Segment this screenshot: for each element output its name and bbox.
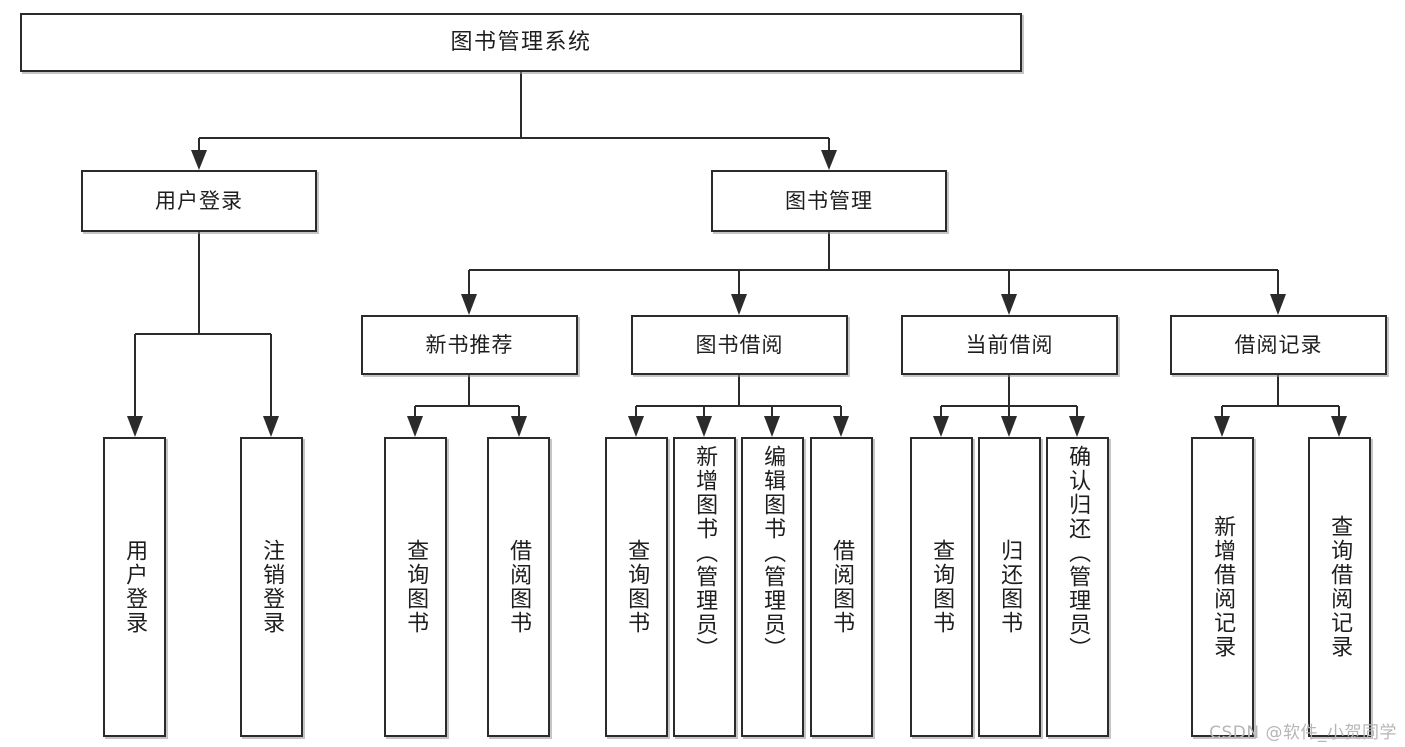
node-label: 查询图书 <box>624 539 650 635</box>
csdn-watermark: CSDN @软件_小贺同学 <box>1209 723 1397 743</box>
node-label: 借阅记录 <box>1234 332 1323 357</box>
leaf-current-borrow-query-books[interactable]: 查询图书 <box>910 437 973 737</box>
leaf-record-add-borrow-record[interactable]: 新增借阅记录 <box>1191 437 1254 737</box>
node-label: 图书管理系统 <box>450 29 592 55</box>
leaf-book-borrow-query-books[interactable]: 查询图书 <box>605 437 668 737</box>
leaf-new-book-query-books[interactable]: 查询图书 <box>384 437 447 737</box>
node-book-borrowing[interactable]: 图书借阅 <box>631 315 848 375</box>
node-book-management[interactable]: 图书管理 <box>711 170 947 232</box>
leaf-record-query-borrow-record[interactable]: 查询借阅记录 <box>1308 437 1371 737</box>
node-label: 图书借阅 <box>695 332 784 357</box>
node-label: 新书推荐 <box>425 332 514 357</box>
node-new-book-recommendation[interactable]: 新书推荐 <box>361 315 578 375</box>
node-label: 借阅图书 <box>506 539 532 635</box>
node-label: 新增借阅记录 <box>1210 515 1236 659</box>
node-label: 用户登录 <box>122 539 148 635</box>
leaf-user-login-logout[interactable]: 注销登录 <box>240 437 303 737</box>
node-user-login[interactable]: 用户登录 <box>81 170 317 232</box>
node-label: 用户登录 <box>155 188 243 213</box>
node-current-borrowing[interactable]: 当前借阅 <box>901 315 1118 375</box>
node-label: 编辑图书（管理员） <box>760 445 786 661</box>
node-label: 注销登录 <box>259 539 285 635</box>
node-label: 查询借阅记录 <box>1327 515 1353 659</box>
node-label: 确认归还（管理员） <box>1065 445 1091 661</box>
leaf-user-login-login[interactable]: 用户登录 <box>103 437 166 737</box>
node-label: 图书管理 <box>785 188 873 213</box>
leaf-current-borrow-confirm-return-admin[interactable]: 确认归还（管理员） <box>1046 437 1109 737</box>
node-label: 当前借阅 <box>965 332 1054 357</box>
node-borrowing-records[interactable]: 借阅记录 <box>1170 315 1387 375</box>
node-label: 查询图书 <box>929 539 955 635</box>
leaf-new-book-borrow-books[interactable]: 借阅图书 <box>487 437 550 737</box>
node-label: 归还图书 <box>997 539 1023 635</box>
leaf-current-borrow-return-books[interactable]: 归还图书 <box>978 437 1041 737</box>
leaf-book-borrow-edit-book-admin[interactable]: 编辑图书（管理员） <box>741 437 804 737</box>
node-root-library-management-system[interactable]: 图书管理系统 <box>20 13 1022 72</box>
node-label: 查询图书 <box>403 539 429 635</box>
leaf-book-borrow-add-book-admin[interactable]: 新增图书（管理员） <box>673 437 736 737</box>
node-label: 新增图书（管理员） <box>692 445 718 661</box>
node-label: 借阅图书 <box>829 539 855 635</box>
leaf-book-borrow-borrow-books[interactable]: 借阅图书 <box>810 437 873 737</box>
